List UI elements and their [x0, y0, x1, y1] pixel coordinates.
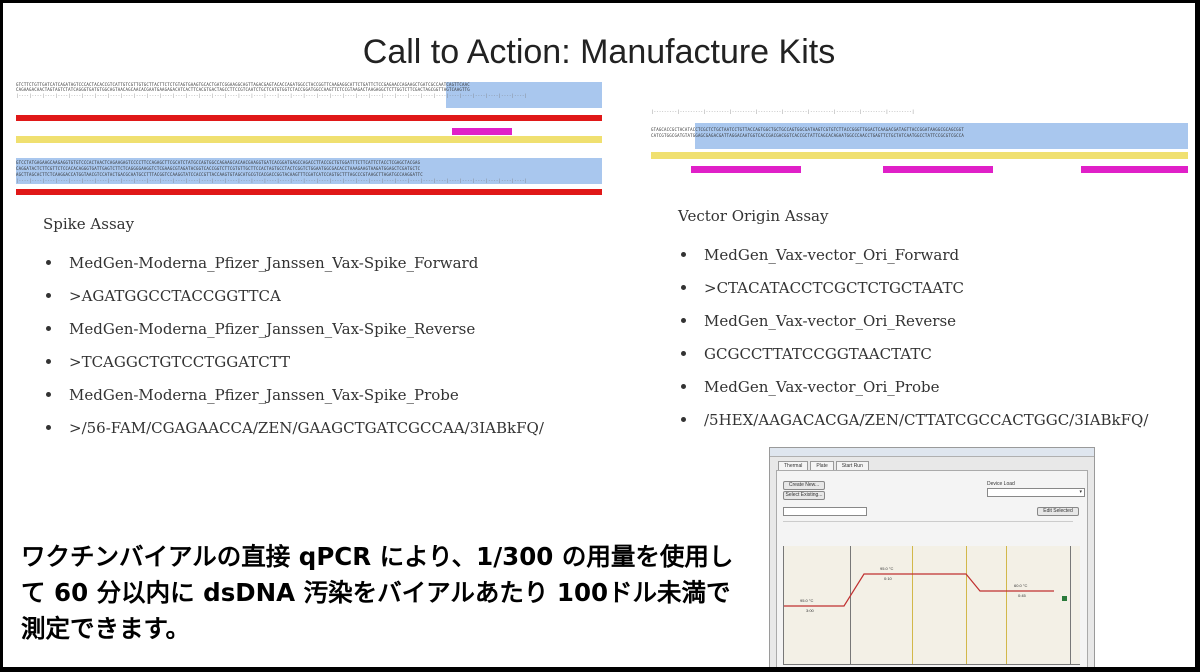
- list-item: MedGen-Moderna_Pfizer_Janssen_Vax-Spike_…: [43, 385, 623, 418]
- dna-strand: CATCGTGGCGATGTATGGAGCGAGACGATTAGGACAATGG…: [651, 133, 964, 138]
- slide-caption: ワクチンバイアルの直接 qPCR により、1/300 の用量を使用して 60 分…: [21, 542, 734, 643]
- tab-thermal[interactable]: Thermal: [778, 461, 809, 470]
- spike-sequence-map: GTCTTCTGTTGATCATCAGATAGTCCCACTACACCGTCAT…: [16, 78, 602, 200]
- vector-sequence-map: |---------|---------|---------|---------…: [651, 103, 1188, 175]
- step-divider: [1070, 546, 1071, 664]
- dna-strand: GTCTTCTGTTGATCATCAGATAGTCCCACTACACCGTCAT…: [16, 82, 470, 87]
- list-item: >/56-FAM/CGAGAACCA/ZEN/GAAGCTGATCGCCAA/3…: [43, 418, 623, 451]
- sequence-highlight: [16, 158, 602, 184]
- dna-strand: CAGAAGACAACTAGTAGTCTATCAGGGTGATGTGGCAGTA…: [16, 87, 470, 92]
- step-time: 0:45: [1018, 593, 1026, 598]
- tab-start-run[interactable]: Start Run: [835, 461, 869, 470]
- vector-assay-list: MedGen_Vax-vector_Ori_Forward >CTACATACC…: [678, 245, 1188, 443]
- sequence-highlight: [695, 123, 1188, 149]
- list-item: MedGen_Vax-vector_Ori_Forward: [678, 245, 1188, 278]
- dna-ruler: |----|----|----|----|----|----|----|----…: [16, 178, 528, 183]
- bullet-icon: [46, 326, 51, 331]
- spike-assay-heading: Spike Assay: [43, 215, 135, 233]
- dna-ruler: |---------|---------|---------|---------…: [651, 109, 915, 114]
- temperature-trace: [784, 573, 1067, 607]
- magenta-feature: [452, 128, 512, 135]
- bullet-icon: [681, 252, 686, 257]
- step-time: 3:00: [806, 608, 814, 613]
- bullet-icon: [681, 417, 686, 422]
- dna-strand: GTAGCACCGCTACATACCTCGCTCTGCTAATCCTGTTACC…: [651, 127, 964, 132]
- step-time: 0:10: [884, 576, 892, 581]
- bullet-icon: [681, 351, 686, 356]
- red-feature-bar: [16, 115, 602, 121]
- step-divider: [966, 546, 967, 664]
- protocol-info: [783, 521, 1073, 536]
- spike-assay: Spike Assay MedGen-Moderna_Pfizer_Jansse…: [43, 215, 623, 451]
- yellow-feature-bar: [16, 136, 602, 143]
- list-item: >AGATGGCCTACCGGTTCA: [43, 286, 623, 319]
- device-select[interactable]: ▾: [987, 488, 1085, 497]
- spike-assay-list: MedGen-Moderna_Pfizer_Janssen_Vax-Spike_…: [43, 253, 623, 451]
- dna-strand: CAGGATACTCTTCGTTCTCCACACAGGGTGATTGAGTCTT…: [16, 166, 421, 171]
- thermal-panel: Create New... Select Existing... Device …: [776, 470, 1088, 667]
- step-divider: [912, 546, 913, 664]
- yellow-feature-bar: [651, 152, 1188, 159]
- slide-title: Call to Action: Manufacture Kits: [362, 33, 836, 71]
- bullet-icon: [681, 318, 686, 323]
- primer-highlight: [446, 82, 602, 108]
- step-divider: [850, 546, 851, 664]
- dna-ruler: |----|----|----|----|----|----|----|----…: [16, 93, 528, 98]
- bullet-icon: [46, 293, 51, 298]
- window-titlebar: [770, 448, 1094, 457]
- thermal-profile-plot: 95.0 °C 3:00 95.0 °C 0:10 60.0 °C 0:45: [783, 546, 1080, 665]
- list-item: MedGen-Moderna_Pfizer_Janssen_Vax-Spike_…: [43, 253, 623, 286]
- vector-assay-heading: Vector Origin Assay: [678, 207, 829, 225]
- dna-strand: AGCTTAGCACTTCTCAAGGACCATGGTAACGTCCATACTG…: [16, 172, 423, 177]
- thermal-protocol-window: Thermal Plate Start Run Create New... Se…: [769, 447, 1095, 667]
- magenta-feature: [1081, 166, 1188, 173]
- step-temp: 95.0 °C: [880, 566, 894, 571]
- device-label: Device Load: [987, 481, 1015, 487]
- magenta-feature: [691, 166, 801, 173]
- magenta-feature: [883, 166, 993, 173]
- list-item: /5HEX/AAGACACGA/ZEN/CTTATCGCCACTGGC/3IAB…: [678, 410, 1188, 443]
- create-new-button[interactable]: Create New...: [783, 481, 825, 490]
- bullet-icon: [681, 285, 686, 290]
- step-divider: [1006, 546, 1007, 664]
- slide: Call to Action: Manufacture Kits GTCTTCT…: [3, 3, 1195, 667]
- bullet-icon: [46, 425, 51, 430]
- step-temp: 95.0 °C: [800, 598, 814, 603]
- list-item: >TCAGGCTGTCCTGGATCTT: [43, 352, 623, 385]
- list-item: MedGen_Vax-vector_Ori_Probe: [678, 377, 1188, 410]
- vector-origin-assay: Vector Origin Assay MedGen_Vax-vector_Or…: [678, 207, 1188, 443]
- edit-selected-button[interactable]: Edit Selected: [1037, 507, 1079, 516]
- protocol-field[interactable]: [783, 507, 867, 516]
- red-feature-bar: [16, 189, 602, 195]
- step-temp: 60.0 °C: [1014, 583, 1028, 588]
- bullet-icon: [46, 392, 51, 397]
- window-tabs: Thermal Plate Start Run: [778, 461, 871, 470]
- select-existing-button[interactable]: Select Existing...: [783, 491, 825, 500]
- bullet-icon: [46, 260, 51, 265]
- dna-strand: GTCCTATGAGAAGCAAGAGGTGTGTCCCACTAACTCAGAA…: [16, 160, 421, 165]
- chevron-down-icon: ▾: [1079, 489, 1082, 495]
- bullet-icon: [46, 359, 51, 364]
- list-item: MedGen_Vax-vector_Ori_Reverse: [678, 311, 1188, 344]
- list-item: GCGCCTTATCCGGTAACTATC: [678, 344, 1188, 377]
- tab-plate[interactable]: Plate: [810, 461, 834, 470]
- list-item: MedGen-Moderna_Pfizer_Janssen_Vax-Spike_…: [43, 319, 623, 352]
- bullet-icon: [681, 384, 686, 389]
- list-item: >CTACATACCTCGCTCTGCTAATC: [678, 278, 1188, 311]
